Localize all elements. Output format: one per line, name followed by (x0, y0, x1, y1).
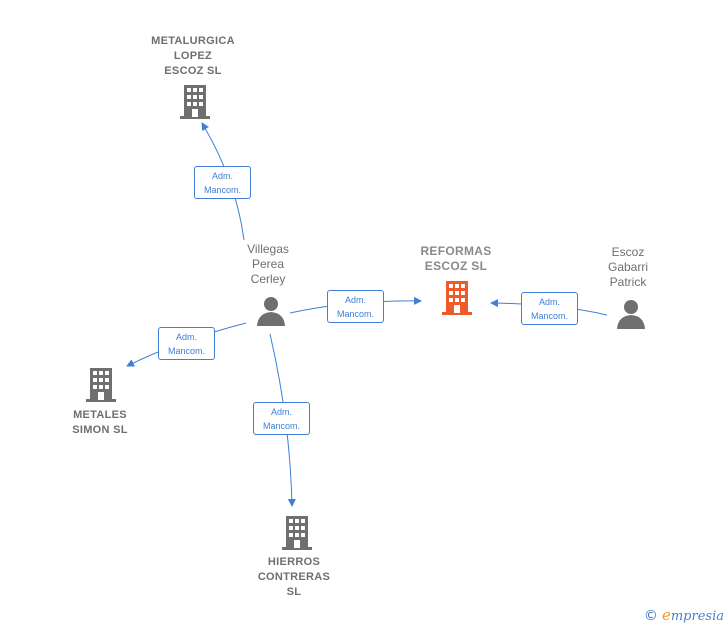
edge-label-line2: Mancom. (336, 309, 374, 319)
edge-label-villegas-hierros: Adm. Mancom. (253, 402, 310, 435)
person-icon[interactable] (616, 299, 646, 329)
brand-initial: e (661, 606, 671, 624)
edge-label-escoz-reformas: Adm. Mancom. (521, 292, 578, 325)
building-icon[interactable] (180, 85, 210, 119)
node-label-villegas[interactable]: Villegas Perea Cerley (247, 242, 289, 286)
empresia-logo[interactable]: © empresia (644, 606, 724, 624)
node-label-reformas[interactable]: REFORMAS ESCOZ SL (420, 244, 492, 273)
building-icon[interactable] (282, 516, 312, 550)
node-label-escoz[interactable]: Escoz Gabarri Patrick (607, 245, 648, 289)
node-label-hierros[interactable]: HIERROS CONTRERAS SL (257, 556, 331, 598)
node-label-metalurgica[interactable]: METALURGICA LOPEZ ESCOZ SL (151, 35, 235, 77)
edge-label-line2: Mancom. (167, 346, 205, 356)
edge-label-line1: Adm. (211, 171, 233, 181)
edge-label-line2: Mancom. (203, 185, 241, 195)
brand-name: mpresia (670, 609, 724, 624)
node-label-metales[interactable]: METALES SIMON SL (72, 409, 128, 436)
edge-label-line1: Adm. (538, 297, 560, 307)
edge-label-villegas-reformas: Adm. Mancom. (327, 290, 384, 323)
building-icon-main[interactable] (442, 281, 472, 315)
edge-label-line2: Mancom. (530, 311, 568, 321)
person-icon[interactable] (256, 296, 286, 326)
copyright-symbol: © (643, 608, 658, 624)
edge-label-line1: Adm. (344, 295, 366, 305)
edge-label-line1: Adm. (270, 407, 292, 417)
edge-label-villegas-metales: Adm. Mancom. (158, 327, 215, 360)
edge-label-villegas-metalurgica: Adm. Mancom. (194, 166, 251, 199)
edge-label-line1: Adm. (175, 332, 197, 342)
edge-label-line2: Mancom. (262, 421, 300, 431)
building-icon[interactable] (86, 368, 116, 402)
